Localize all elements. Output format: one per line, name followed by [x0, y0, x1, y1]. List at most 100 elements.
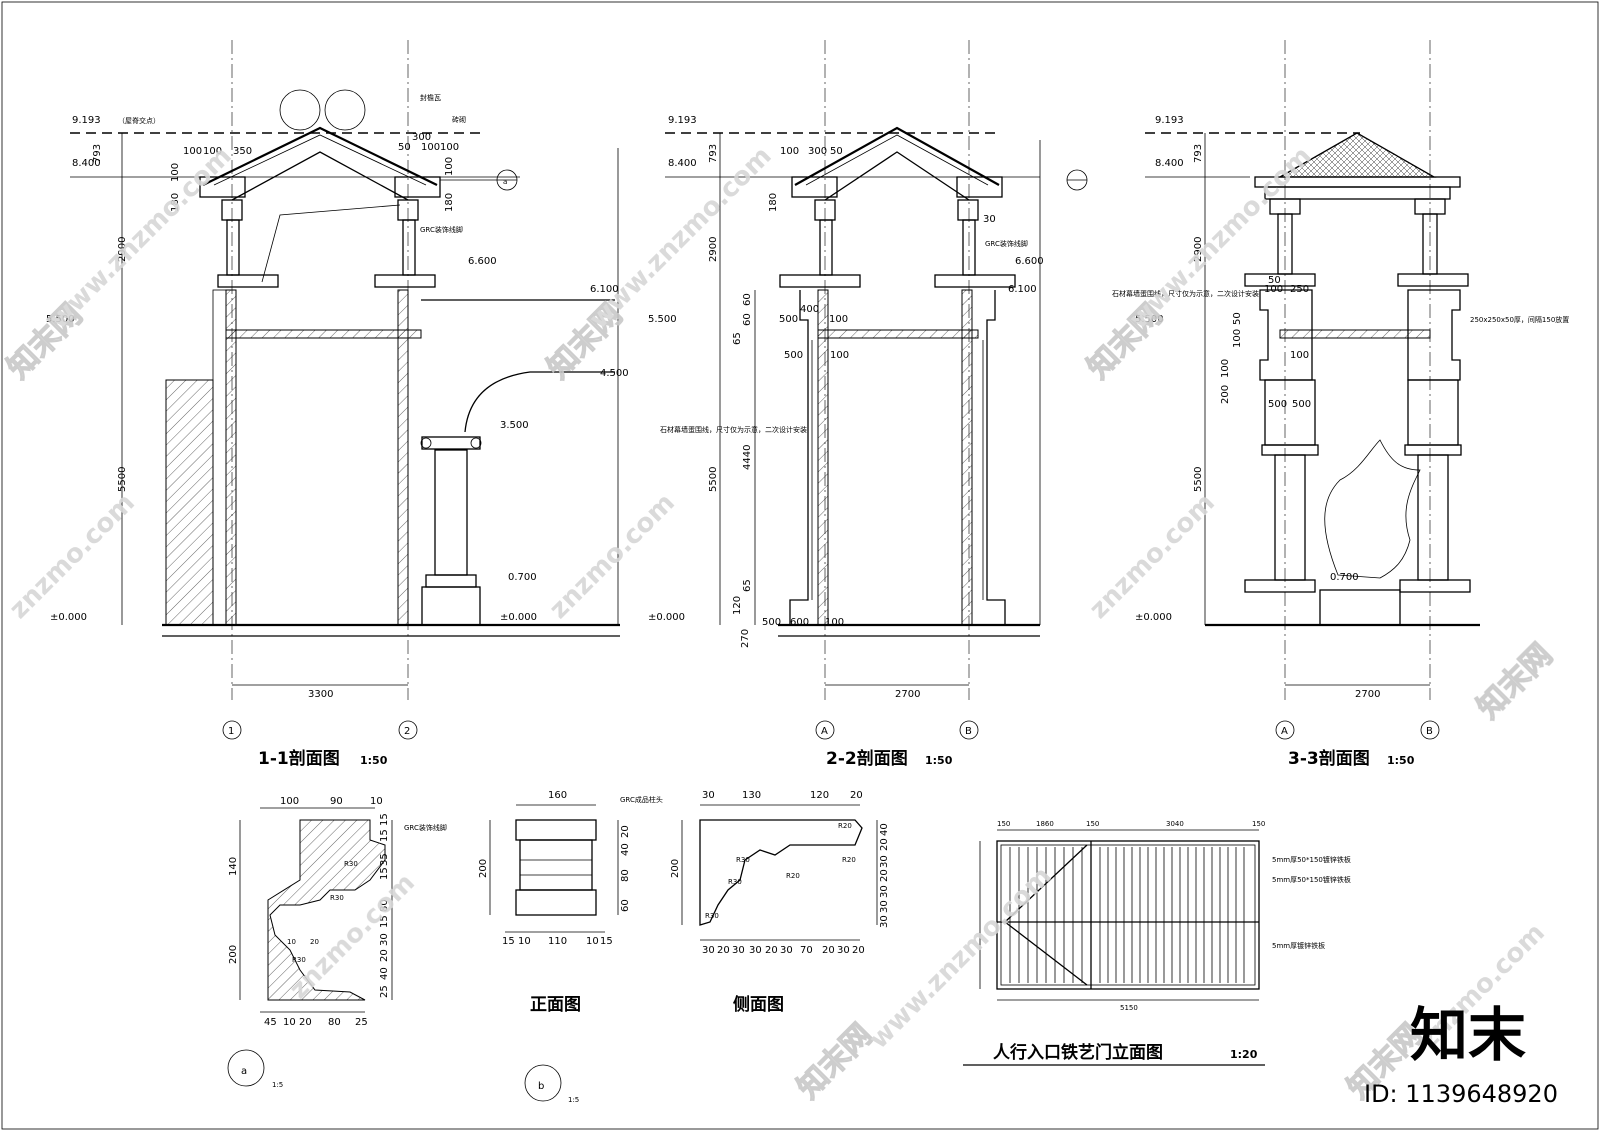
side-dim-t4: 20 [850, 790, 863, 801]
gate-dim-t2: 1860 [1036, 820, 1054, 828]
side-dim-r1: 40 [879, 823, 890, 836]
detail-a-callout [227, 1049, 265, 1087]
column-plinth-left-3 [1244, 579, 1316, 593]
detail-b-callout-label: b [538, 1081, 544, 1092]
note-grc-1: GRC装饰线脚 [420, 225, 463, 234]
note-brick: 砖砌 [452, 115, 466, 124]
detail-a-r1: R30 [344, 860, 358, 868]
axis-label-2: 2 [404, 726, 410, 737]
level-note-1: （屋脊交点） [118, 116, 160, 125]
front-dim-r3: 80 [620, 869, 631, 882]
side-dim-b9: 30 [837, 945, 850, 956]
gate-frame [996, 840, 1260, 990]
dim-3-50b: 50 [1268, 275, 1281, 286]
front-dim-b3: 110 [548, 936, 567, 947]
note-eave-tile: 封檐瓦 [420, 93, 441, 102]
axis-label-b: B [965, 726, 972, 737]
dim-2-100d: 100 [780, 146, 799, 157]
level-ground-1b: ±0.000 [500, 612, 537, 623]
level-6600-2: 6.600 [1015, 256, 1044, 267]
cornice-right [394, 176, 441, 198]
front-capital-base [515, 889, 597, 916]
axis-bubble-a3 [1275, 720, 1295, 740]
dim-2-300: 300 [808, 146, 827, 157]
section3-title: 3-3剖面图 [1288, 748, 1370, 769]
detail-a-dim-r7: 30 [379, 933, 390, 946]
roof-inner [213, 134, 427, 186]
detail-a-dim-r8: 20 [379, 949, 390, 962]
note-grc-2: GRC装饰线脚 [985, 239, 1028, 248]
ionic-plinth [421, 586, 481, 626]
dim-3-100d: 100 [1290, 350, 1309, 361]
detail-b-scale: 1:5 [568, 1096, 579, 1104]
detail-a-dim-r4: 15 [379, 867, 390, 880]
axis-label-1: 1 [228, 726, 234, 737]
watermark-brand-6: 知末网 [1471, 637, 1559, 725]
dim-2900-3: 2900 [1193, 237, 1204, 262]
dim-270-2: 270 [740, 629, 751, 648]
side-capital-profile [699, 819, 863, 926]
pilaster-right [986, 290, 1006, 625]
dim-side-180-1: 180 [170, 193, 181, 212]
dim-60-2b: 60 [742, 313, 753, 326]
side-dim-200: 200 [670, 859, 681, 878]
dim-side-100-1: 100 [170, 163, 181, 182]
dim-5500-1: 5500 [117, 467, 128, 492]
wall-left-2 [817, 289, 829, 626]
side-dim-b5: 20 [765, 945, 778, 956]
watermark-text-2: znzmo.com [544, 488, 681, 625]
dim-4440-2: 4440 [742, 445, 753, 470]
dim-2-500b: 500 [784, 350, 803, 361]
ridge-ornament-right [324, 89, 366, 131]
dim-60-2a: 60 [742, 293, 753, 306]
dim-65-2a: 65 [732, 332, 743, 345]
side-dim-r2: 20 [879, 838, 890, 851]
dim-top-350: 350 [233, 146, 252, 157]
span-1: 3300 [308, 689, 333, 700]
detail-a-dim-r3: 35 [379, 853, 390, 866]
wall-right-2 [961, 289, 973, 626]
dim-793-2: 793 [708, 144, 719, 163]
front-dim-160: 160 [548, 790, 567, 801]
dim-top-100-4: 100 [440, 142, 459, 153]
detail-a-scale: 1:5 [272, 1081, 283, 1089]
level-ridge-1: 9.193 [72, 115, 101, 126]
side-dim-t2: 130 [742, 790, 761, 801]
dim-120-2: 120 [732, 596, 743, 615]
dim-2-100a: 100 [829, 314, 848, 325]
detail-b-callout [524, 1064, 562, 1102]
detail-a-dim-90: 90 [330, 796, 343, 807]
axis-bubble-1 [222, 720, 242, 740]
detail-a [227, 807, 393, 1087]
dim-793-1: 793 [92, 144, 103, 163]
level-4500-1: 4.500 [600, 368, 629, 379]
dim-3-200: 200 [1220, 385, 1231, 404]
watermark-text-3: znzmo.com [1084, 488, 1221, 625]
level-eave-2: 8.400 [668, 158, 697, 169]
gate-note-2: 5mm厚50*150镀锌铁板 [1272, 875, 1351, 884]
detail-a-dim-b4: 80 [328, 1017, 341, 1028]
section3-scale: 1:50 [1387, 754, 1415, 767]
ridge-ornament-left [279, 89, 321, 131]
side-dim-r7: 30 [879, 915, 890, 928]
span-2: 2700 [895, 689, 920, 700]
moulding-profile [267, 819, 386, 1001]
axis-bubble-2 [398, 720, 418, 740]
column-base-right [374, 274, 436, 288]
capital-right-2 [957, 199, 979, 221]
stone-cladding-right [1407, 289, 1461, 381]
gate-note-3: 5mm厚镀锌铁板 [1272, 941, 1325, 950]
ionic-capital-left-3 [1261, 444, 1319, 456]
detail-a-dim-r1: 15 [379, 813, 390, 826]
gate-title: 人行入口铁艺门立面图 [993, 1042, 1163, 1063]
detail-b [489, 804, 878, 1102]
front-view-title: 正面图 [530, 995, 581, 1015]
level-ground-3: ±0.000 [1135, 612, 1172, 623]
section-3-3 [1145, 40, 1480, 740]
level-eave-3: 8.400 [1155, 158, 1184, 169]
cornice-left [199, 176, 246, 198]
section1-scale: 1:50 [360, 754, 388, 767]
pier-right [1407, 379, 1459, 446]
watermark-url-1: www.znzmo.com [44, 141, 238, 335]
